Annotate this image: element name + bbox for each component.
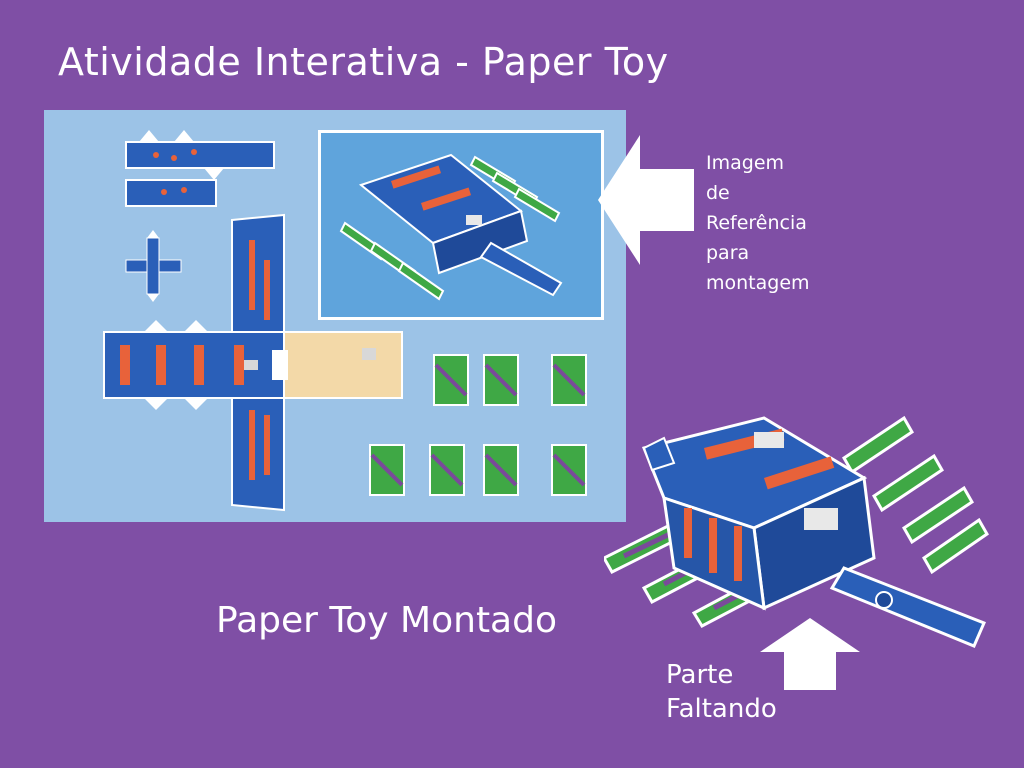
reference-label-line: para [706,242,750,264]
arrow-up-icon [760,618,860,690]
cutout-pieces-legs [369,354,587,496]
missing-part-label: Parte Faltando [666,658,777,726]
reference-label-line: montagem [706,272,810,294]
assembled-toy-label: Paper Toy Montado [216,600,557,641]
reference-label-line: de [706,182,730,204]
missing-label-line: Parte [666,660,734,690]
cutout-piece-tail [125,130,275,207]
reference-label-line: Referência [706,212,807,234]
reference-image-label: Imagem de Referência para montagem [706,148,810,298]
missing-label-line: Faltando [666,694,777,724]
cutout-piece-cross [125,230,182,302]
slide-title: Atividade Interativa - Paper Toy [58,40,669,84]
reference-image-panel [318,130,604,320]
reference-toy-illustration [339,153,563,301]
assembled-toy-illustration [604,415,989,648]
arrow-left-icon [598,135,694,265]
cutout-pieces-illustration [103,130,587,512]
reference-label-line: Imagem [706,152,785,174]
cutout-piece-body [103,213,403,512]
